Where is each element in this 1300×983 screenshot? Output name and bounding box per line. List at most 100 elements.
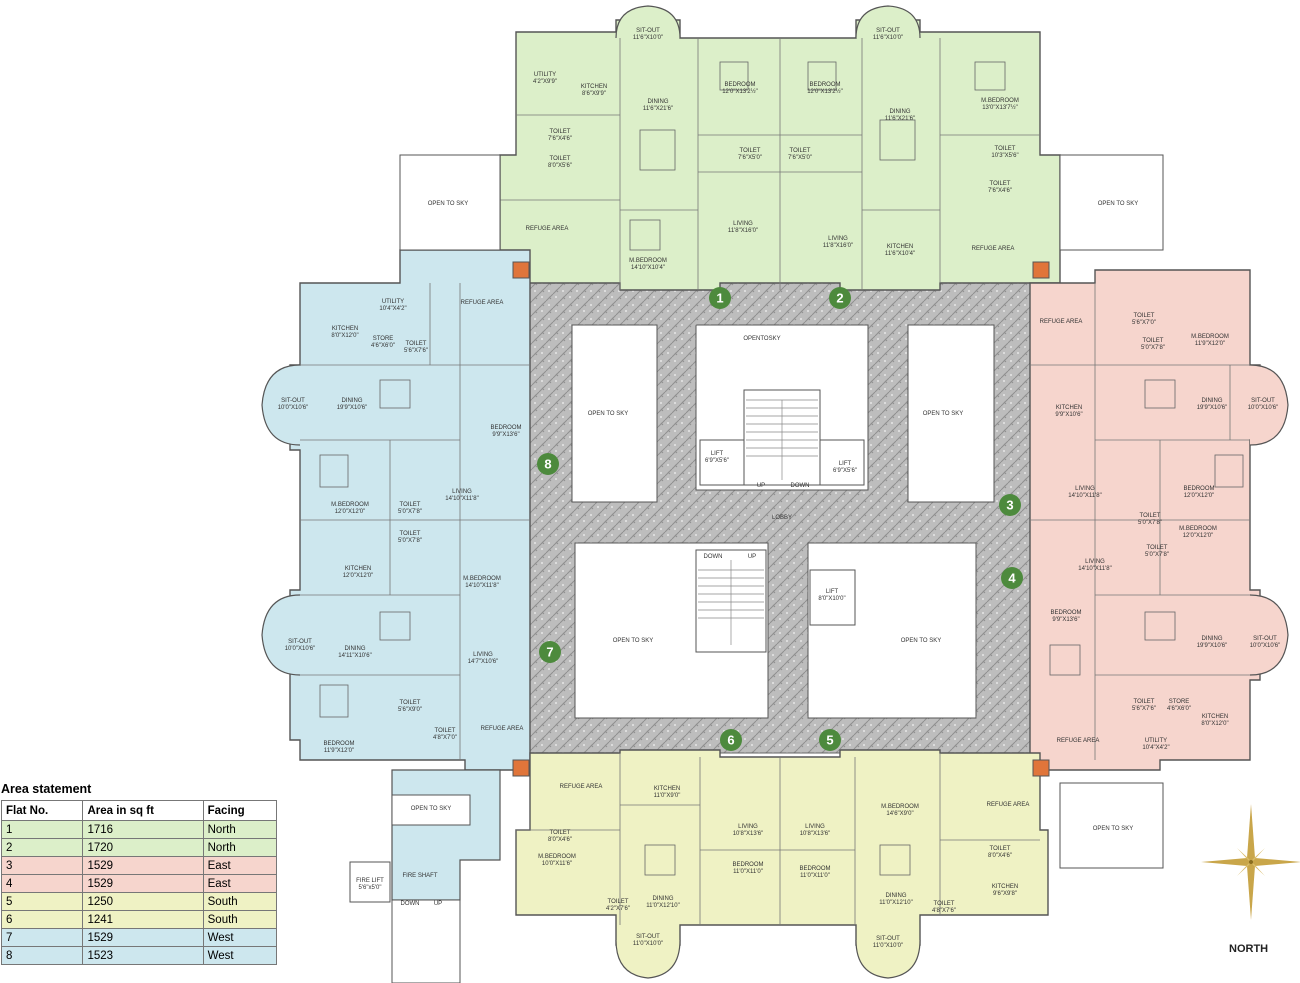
room-label-line: 7'6"X5'0" [788,155,812,161]
area-cell-area: 1529 [82,856,204,875]
room-label-line: 14'7"X10'6" [468,659,499,665]
room-label-line: 6'9"X5'6" [833,468,857,474]
room-label-refuge-se: REFUGE AREA [1057,738,1100,744]
flat-marker-number: 1 [716,291,723,306]
fire-stair [391,899,461,983]
room-label-line: DINING [886,893,907,899]
room-label-line: LIFT [711,451,724,457]
room-label-line: 7'6"X4'6" [988,188,1012,194]
area-cell-area: 1523 [82,946,204,965]
room-label-line: 8'6"X9'9" [582,91,606,97]
room-label-line: M.BEDROOM [331,502,369,508]
room-label-line: 8'0"X4'6" [988,853,1012,859]
room-label-line: 5'6"X9'0" [398,707,422,713]
room-label-line: LIVING [805,824,825,830]
room-label-line: SIT-OUT [281,398,305,404]
room-label-line: BEDROOM [1183,486,1214,492]
room-label-line: TOILET [990,846,1011,852]
room-label-line: KITCHEN [1056,405,1082,411]
room-label-line: 6'9"X5'6" [705,458,729,464]
room-label-line: DINING [890,109,911,115]
room-label-line: DOWN [704,554,723,560]
room-label-line: 11'9"X12'0" [324,748,354,754]
room-label-line: UP [748,554,756,560]
room-label-line: LIVING [828,236,848,242]
room-label-line: DOWN [401,901,420,907]
room-label-line: TOILET [1134,699,1155,705]
sitout-arc-s1 [615,939,681,979]
room-label-refuge-ne: REFUGE AREA [972,246,1015,252]
room-label-line: M.BEDROOM [629,258,667,264]
area-cell-facing: South [202,910,278,929]
room-label-line: M.BEDROOM [463,576,501,582]
east-walls [1030,283,1250,760]
room-label-line: OPEN TO SKY [613,638,653,644]
flat-marker-badge [709,287,731,309]
room-label-line: OPEN TO SKY [1098,201,1138,207]
room-label-line: 12'0"X12'0" [1183,533,1214,539]
room-label-line: STORE [1169,699,1190,705]
room-label-line: TOILET [1134,313,1155,319]
room-label-line: 14'10"X11'8" [445,496,478,502]
room-label-line: UP [757,483,765,489]
room-label-open-c-se: OPEN TO SKY [901,638,941,644]
area-cell-flat: 7 [0,928,84,947]
room-label-line: FIRE LIFT [356,878,384,884]
room-label-line: UTILITY [534,72,556,78]
open-sky-c-ne [907,324,995,503]
room-label-line: 11'6"X10'0" [873,35,903,41]
room-label-line: 12'0"X12'0" [1184,493,1215,499]
room-label-lobby: LOBBY [772,515,792,521]
room-label-line: 10'0"X11'6" [542,861,572,867]
room-label-line: TOILET [435,728,456,734]
room-label-line: 14'10"X11'8" [465,583,498,589]
room-label-line: TOILET [1147,545,1168,551]
room-label-line: KITCHEN [654,786,680,792]
flat-marker-number: 8 [544,457,551,472]
room-label-line: 11'8"X16'0" [728,228,758,234]
room-label-line: KITCHEN [1202,714,1228,720]
room-label-line: 7'6"X5'0" [738,155,762,161]
room-label-line: M.BEDROOM [1179,526,1217,532]
room-label-stair-up1: UP [757,483,765,489]
room-label-line: BEDROOM [809,82,840,88]
room-label-line: 14'6"X9'0" [886,811,913,817]
room-label-line: 14'10"X11'8" [1068,493,1101,499]
room-label-open-nw: OPEN TO SKY [428,201,468,207]
room-label-line: SIT-OUT [288,639,312,645]
area-cell-area: 1250 [82,892,204,911]
room-label-line: 9'6"X9'8" [993,891,1017,897]
room-label-line: 10'0"X10'6" [1250,643,1281,649]
flat-marker-badge [999,494,1021,516]
room-label-open-sw: OPEN TO SKY [411,806,451,812]
room-label-line: TOILET [990,181,1011,187]
